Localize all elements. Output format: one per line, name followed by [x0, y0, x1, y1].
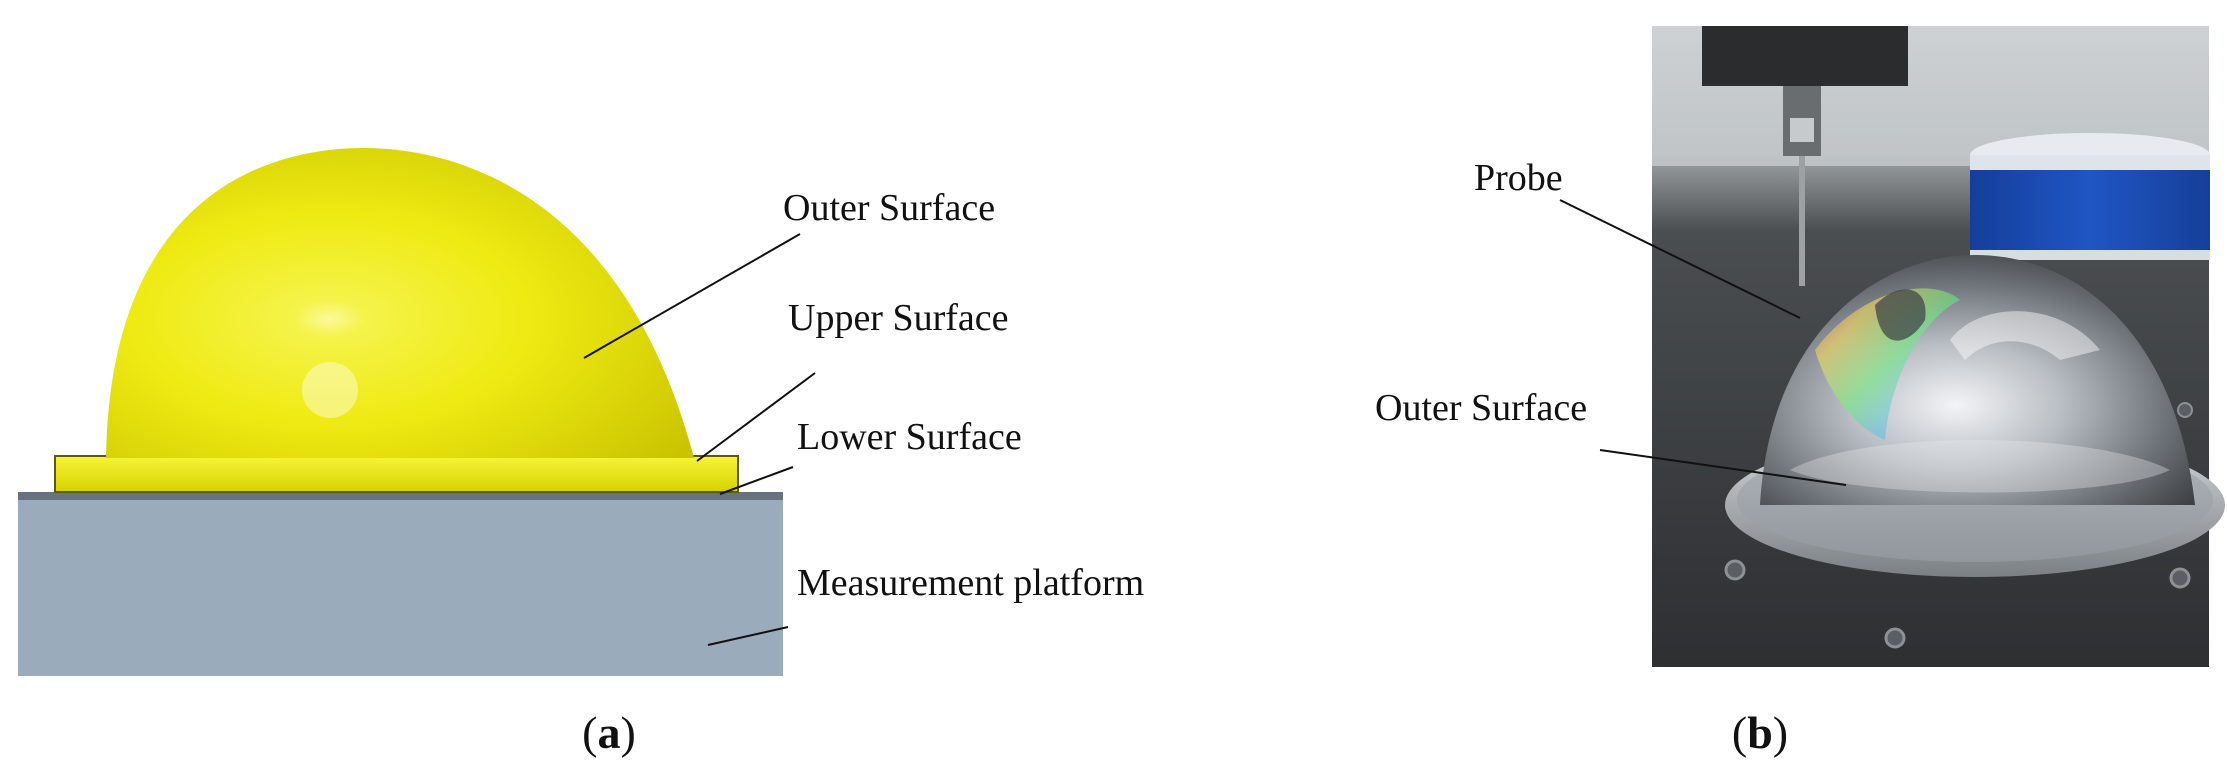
- lower-reflection: [1790, 440, 2170, 493]
- panel-a-letter: a: [598, 707, 621, 758]
- outer-surface-label-a: Outer Surface: [783, 187, 995, 229]
- dark-reflection: [1875, 289, 1926, 341]
- measurement-platform-label: Measurement platform: [797, 562, 1144, 604]
- lower-surface-label: Lower Surface: [797, 416, 1022, 458]
- callout-lines-b: [1559, 199, 1847, 486]
- dome-highlight: [302, 362, 358, 418]
- dome: [106, 148, 694, 458]
- panel-a-open: (: [582, 707, 597, 758]
- beaker-band: [1970, 170, 2210, 250]
- outer-surface-label-b: Outer Surface: [1375, 387, 1587, 429]
- bolt-left: [1724, 559, 1746, 581]
- probe-joint: [1790, 118, 1814, 142]
- probe-label: Probe: [1474, 157, 1563, 199]
- flange: [54, 455, 739, 493]
- beaker-base: [1970, 250, 2210, 260]
- probe-head: [1702, 26, 1908, 86]
- panel-b-close: ): [1773, 707, 1788, 758]
- beaker: [1970, 133, 2210, 260]
- panel-a-close: ): [621, 707, 636, 758]
- panel-b-open: (: [1732, 707, 1747, 758]
- panel-b-caption: (b): [1732, 707, 1788, 758]
- bolt-bottom: [1884, 627, 1906, 649]
- lower-surface-leader: [719, 466, 794, 495]
- probe-stylus: [1799, 156, 1805, 286]
- panel-b-letter: b: [1747, 707, 1773, 758]
- outer-surface-leader: [583, 233, 801, 359]
- window-reflection: [1950, 311, 2100, 360]
- panel-b: Probe Outer Surface (b): [1375, 26, 2225, 758]
- panel-a: Outer Surface Upper Surface Lower Surfac…: [18, 148, 1144, 758]
- panel-a-caption: (a): [582, 707, 636, 758]
- measurement-platform: [18, 498, 783, 676]
- bolt-far-right: [2177, 402, 2193, 418]
- bolt-right: [2169, 567, 2191, 589]
- upper-surface-label: Upper Surface: [788, 297, 1009, 339]
- upper-surface-leader: [696, 372, 816, 462]
- rainbow-reflection: [1815, 288, 1960, 440]
- outer-surface-leader-b: [1599, 449, 1847, 486]
- probe-leader: [1559, 199, 1801, 319]
- platform-leader: [707, 626, 789, 646]
- callout-lines-a: [583, 233, 816, 646]
- platform-top-edge: [18, 492, 783, 500]
